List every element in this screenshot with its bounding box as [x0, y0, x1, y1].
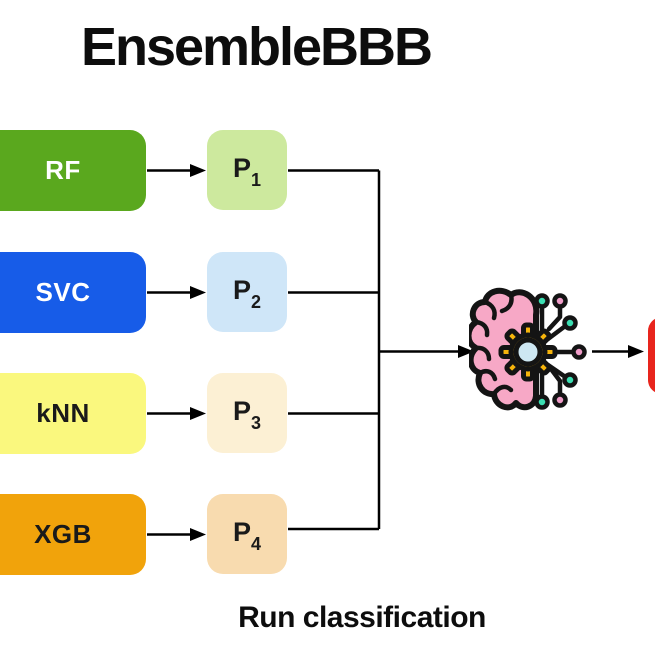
prediction-box-p3: P3 — [207, 373, 287, 453]
model-box-knn: kNN — [0, 373, 146, 454]
brain-gear-circuit-icon — [469, 287, 587, 411]
prediction-box-p4: P4 — [207, 494, 287, 574]
model-box-svc: SVC — [0, 252, 146, 333]
model-box-xgb: XGB — [0, 494, 146, 575]
model-label-knn: kNN — [36, 398, 90, 428]
model-label-xgb: XGB — [34, 519, 92, 549]
model-label-svc: SVC — [35, 277, 91, 307]
prediction-label-p3: P3 — [232, 396, 262, 433]
diagram-caption: Run classification — [238, 601, 486, 634]
prediction-box-p1: P1 — [207, 130, 287, 210]
model-box-rf: RF — [0, 130, 146, 211]
gear-teeth — [498, 322, 558, 382]
result-box — [648, 317, 655, 394]
gear-body — [508, 332, 548, 372]
gear-center — [513, 337, 543, 367]
model-label-rf: RF — [45, 155, 81, 185]
brain-shape — [469, 287, 540, 411]
circuit-nodes — [534, 293, 587, 410]
prediction-box-p2: P2 — [207, 252, 287, 332]
diagram-title: EnsembleBBB — [80, 17, 433, 77]
prediction-label-p1: P1 — [232, 153, 262, 190]
prediction-label-p4: P4 — [232, 517, 262, 554]
circuit-traces — [539, 306, 574, 397]
prediction-label-p2: P2 — [232, 275, 262, 312]
brain-crevices — [473, 292, 514, 397]
